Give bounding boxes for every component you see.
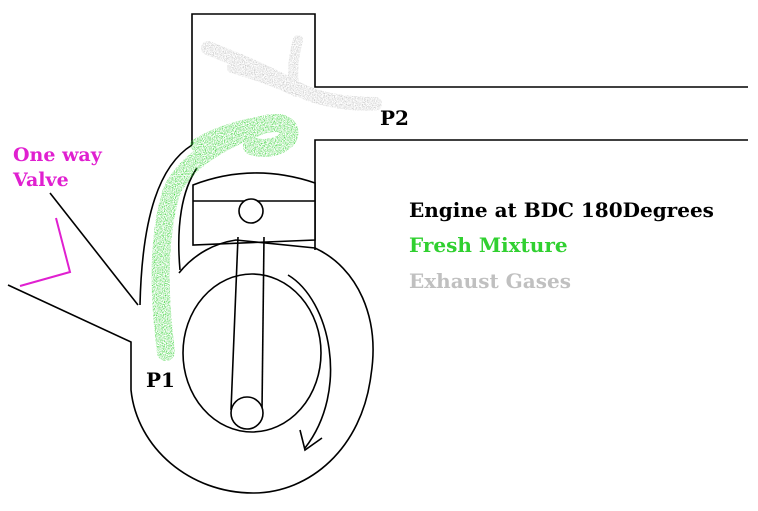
rotation-arrowhead: [299, 429, 323, 452]
connecting-rod: [230, 236, 265, 430]
one-way-valve-label-line1: One way: [13, 144, 103, 166]
legend-fresh-mixture: Fresh Mixture: [409, 233, 568, 257]
one-way-valve-label-line2: Valve: [12, 169, 69, 191]
intake-upper-wall: [49, 192, 139, 306]
one-way-valve: [19, 217, 72, 287]
p2-label: P2: [380, 106, 409, 130]
fresh-mixture: [151, 114, 299, 361]
transfer-port-outer-wall: [139, 144, 193, 306]
piston-pin: [238, 198, 264, 224]
exhaust-gases: [201, 35, 382, 111]
crankcase: [7, 239, 374, 494]
crank-disc: [182, 273, 322, 433]
p1-label: P1: [146, 368, 175, 392]
legend-exhaust-gases: Exhaust Gases: [409, 269, 571, 293]
engine-state-label: Engine at BDC 180Degrees: [409, 198, 714, 222]
rotation-arrow: [287, 274, 332, 449]
cylinder-wall: [191, 13, 748, 145]
